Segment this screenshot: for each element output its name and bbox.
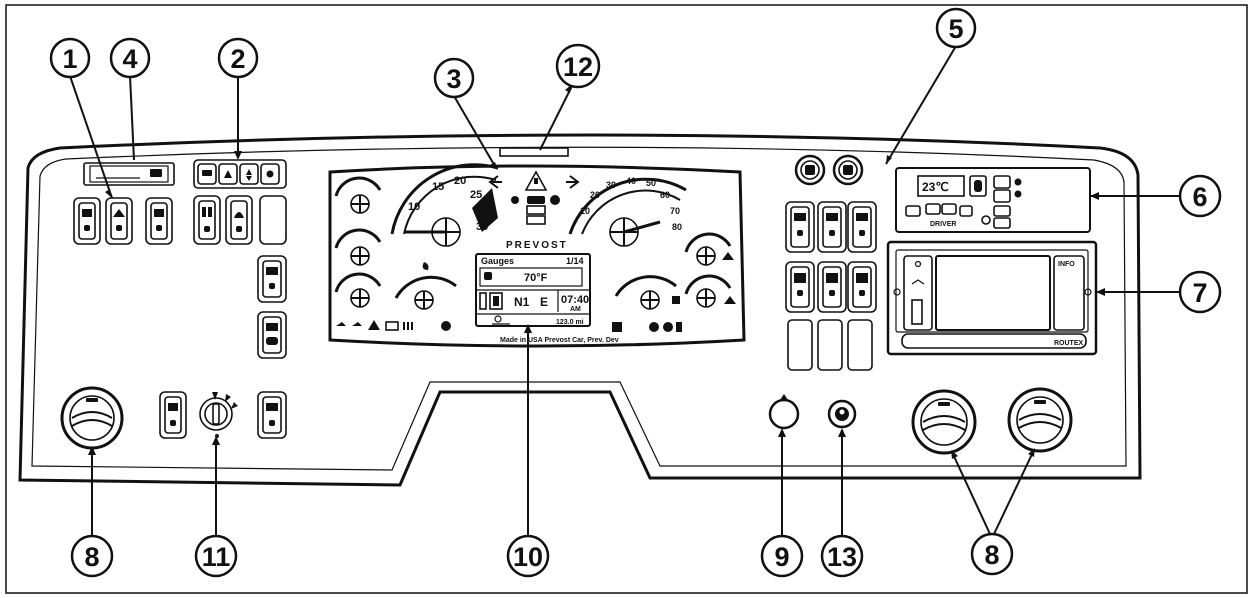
left-rocker-switches: [73, 197, 173, 245]
rpm-tick-5: 60: [660, 190, 670, 200]
svg-text:6: 6: [1192, 182, 1207, 212]
callout-3: 3: [433, 57, 475, 99]
air-vent-right-2: [1007, 387, 1073, 453]
callout-1: 1: [49, 37, 91, 79]
callout-5: 5: [935, 7, 977, 49]
speed-tick-3: 25: [470, 189, 482, 201]
center-left-rocker-switches: [193, 195, 287, 245]
driver-information-display: Gauges 1/14 70°F N1 E 07:40 AM 123.0 mi: [475, 253, 591, 327]
callout-7: 7: [1178, 270, 1222, 314]
svg-text:5: 5: [948, 14, 963, 44]
rpm-tick-4: 50: [646, 178, 656, 188]
callout-9: 9: [760, 534, 804, 578]
svg-text:7: 7: [1192, 278, 1207, 308]
infotainment-unit: INFO ROUTEX: [886, 240, 1098, 356]
callout-2: 2: [217, 37, 259, 79]
svg-text:8: 8: [984, 540, 999, 570]
callout-11: 11: [194, 534, 238, 578]
svg-text:1: 1: [62, 44, 77, 74]
display-temp: 70°F: [524, 272, 548, 284]
air-vent-left: [60, 386, 124, 450]
callout-4: 4: [109, 37, 151, 79]
air-vent-right-1: [911, 389, 977, 455]
svg-text:11: 11: [202, 542, 231, 572]
display-header-right: 1/14: [566, 256, 584, 266]
speed-tick-0: 10: [408, 201, 420, 213]
display-odometer: 123.0 mi: [556, 319, 584, 326]
speed-tick-4: 30: [476, 221, 488, 233]
svg-text:2: 2: [230, 44, 245, 74]
cluster-brand: PREVOST: [506, 240, 568, 251]
rpm-tick-2: 30: [606, 180, 616, 190]
speed-tick-1: 15: [432, 181, 444, 193]
svg-text:10: 10: [513, 542, 543, 572]
rpm-tick-0: 10: [580, 206, 590, 216]
display-gear-left: N1: [514, 295, 530, 309]
leader-lines: [69, 45, 1180, 536]
round-push-switch: [827, 399, 857, 429]
display-gear-right: E: [540, 295, 548, 309]
ignition-switch: [199, 392, 238, 438]
svg-text:9: 9: [774, 542, 789, 572]
callout-8-left: 8: [70, 534, 114, 578]
callout-10: 10: [506, 534, 550, 578]
figure-frame: [5, 4, 1248, 594]
svg-text:12: 12: [563, 52, 593, 82]
callout-12: 12: [555, 43, 601, 89]
mirror-control-switches: [193, 159, 287, 189]
right-rocker-switches: [785, 201, 877, 371]
hvac-control-panel: 23℃ DRIVER: [895, 167, 1091, 233]
svg-text:8: 8: [84, 542, 99, 572]
sun-sensor-strip: [499, 147, 569, 157]
dashboard-inner-outline: [31, 146, 1127, 471]
accessory-socket: [768, 394, 800, 430]
dashboard-outline: [18, 133, 1142, 487]
display-clock-ampm: AM: [570, 306, 581, 313]
rpm-tick-7: 80: [672, 222, 682, 232]
rpm-tick-1: 20: [590, 190, 600, 200]
rpm-tick-3: 40: [626, 176, 636, 186]
callout-6: 6: [1178, 174, 1222, 218]
callout-8-right: 8: [970, 532, 1014, 576]
rear-camera-panel: [83, 162, 175, 186]
svg-text:13: 13: [827, 542, 857, 572]
hvac-temp: 23℃: [922, 180, 949, 194]
rpm-tick-6: 70: [670, 206, 680, 216]
left-vertical-rocker-switches: [159, 255, 287, 439]
display-header-left: Gauges: [481, 256, 514, 266]
speed-tick-2: 20: [454, 175, 466, 187]
infotainment-side-label: INFO: [1058, 261, 1075, 268]
hvac-label: DRIVER: [930, 221, 956, 228]
callout-13: 13: [820, 534, 864, 578]
svg-text:4: 4: [122, 44, 137, 74]
round-switches-top: [794, 154, 864, 186]
infotainment-brand: ROUTEX: [1054, 340, 1084, 347]
svg-text:3: 3: [446, 64, 461, 94]
cluster-footer: Made in USA Prevost Car, Prev. Dev: [500, 337, 619, 344]
display-clock: 07:40: [561, 294, 589, 306]
